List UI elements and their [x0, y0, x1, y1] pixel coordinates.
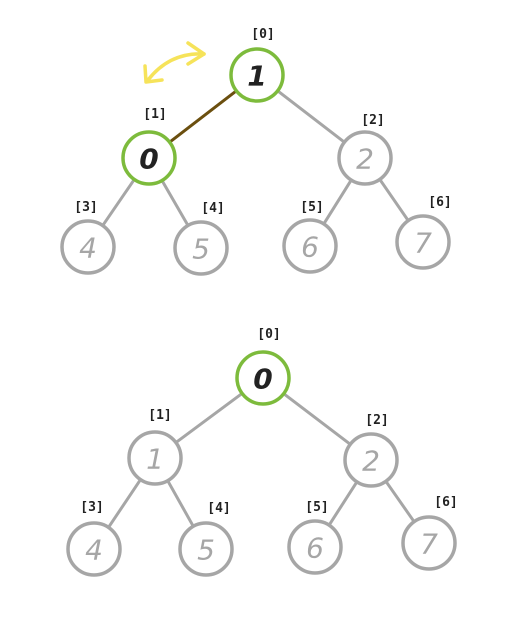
node-value: 0: [139, 143, 158, 176]
index-label: [5]: [300, 200, 323, 215]
node-value: 4: [85, 534, 103, 567]
tree-node: 5 [4]: [173, 201, 229, 276]
node-value: 1: [146, 443, 164, 476]
index-label: [5]: [305, 500, 328, 515]
tree-node: 1 [0]: [229, 27, 285, 103]
node-circle: [343, 432, 399, 488]
tree-node: 4 [3]: [60, 200, 116, 275]
node-value: 7: [414, 227, 432, 260]
edge-0-2: [282, 392, 352, 446]
tree-node: 2 [2]: [337, 113, 393, 186]
node-value: 4: [79, 232, 97, 265]
node-circle: [178, 521, 234, 577]
index-label: [0]: [251, 27, 274, 42]
index-label: [3]: [80, 500, 103, 515]
edge-active-0-1: [168, 89, 238, 144]
node-circle: [282, 218, 338, 274]
tree-node: 0 [1]: [121, 107, 177, 186]
node-circle: [401, 515, 457, 571]
node-circle: [60, 219, 116, 275]
edge-2-5: [322, 178, 353, 226]
index-label: [4]: [201, 201, 224, 216]
node-circle: [66, 521, 122, 577]
index-label: [0]: [257, 327, 280, 342]
tree-after-swap: 0 [0] 1 [1] 2 [2] 4 [3] 5 [4] 6 [5] 7 [6]: [66, 327, 458, 577]
node-circle: [173, 220, 229, 276]
edge-2-5: [327, 480, 359, 527]
node-value: 0: [253, 363, 272, 396]
index-label: [1]: [143, 107, 166, 122]
node-circle: [121, 130, 177, 186]
tree-node: 2 [2]: [343, 413, 399, 488]
tree-node: 7 [6]: [395, 195, 452, 270]
node-value: 5: [197, 534, 215, 567]
node-value: 2: [362, 445, 380, 478]
node-circle: [395, 214, 451, 270]
tree-node: 4 [3]: [66, 500, 122, 577]
node-circle: [127, 430, 183, 486]
tree-node: 5 [4]: [178, 501, 234, 577]
node-circle: [229, 47, 285, 103]
node-value: 2: [356, 143, 374, 176]
swap-arrow-icon: [143, 41, 206, 84]
index-label: [2]: [365, 413, 388, 428]
node-value: 5: [192, 233, 210, 266]
edge-2-6: [384, 479, 416, 524]
tree-node: 6 [5]: [282, 200, 338, 274]
edge-1-3: [106, 478, 143, 529]
node-value: 6: [301, 231, 319, 264]
edge-0-1: [174, 391, 244, 445]
index-label: [6]: [434, 495, 457, 510]
node-circle: [337, 130, 393, 186]
index-label: [3]: [74, 200, 97, 215]
edge-1-4: [160, 179, 190, 227]
index-label: [2]: [361, 113, 384, 128]
node-circle: [287, 519, 343, 575]
edge-1-3: [101, 177, 136, 228]
tree-node: 1 [1]: [127, 408, 183, 486]
node-circle: [235, 350, 291, 406]
index-label: [1]: [148, 408, 171, 423]
index-label: [6]: [428, 195, 451, 210]
edge-2-6: [378, 177, 410, 223]
node-value: 7: [420, 528, 438, 561]
node-value: 1: [247, 60, 266, 93]
edge-0-2: [276, 89, 346, 144]
tree-node: 0 [0]: [235, 327, 291, 406]
index-label: [4]: [207, 501, 230, 516]
node-value: 6: [306, 532, 324, 565]
tree-node: 7 [6]: [401, 495, 458, 571]
tree-before-swap: 1 [0] 0 [1] 2 [2] 4 [3] 5 [4] 6 [5] 7 [6]: [60, 27, 452, 276]
tree-node: 6 [5]: [287, 500, 343, 575]
edge-1-4: [166, 479, 195, 528]
